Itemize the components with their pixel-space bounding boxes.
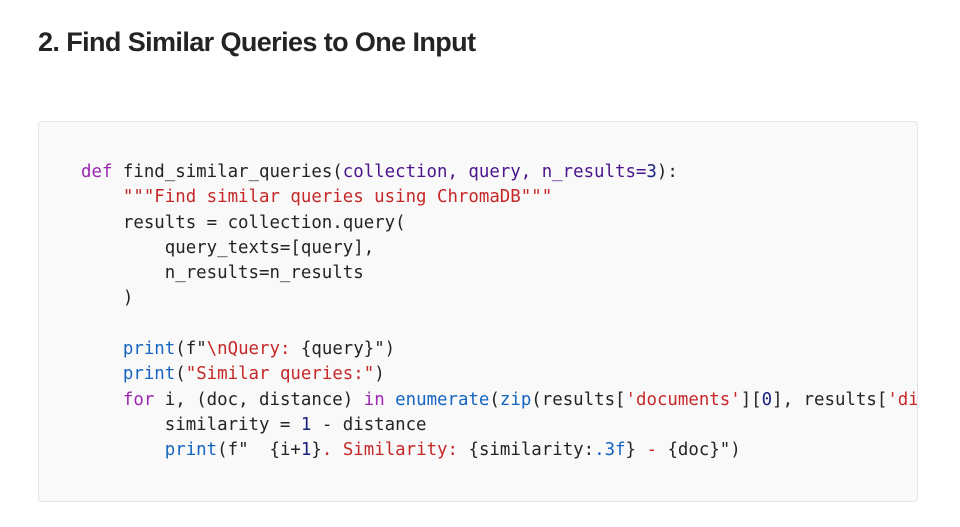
code-line: results = collection.query( [81,211,917,236]
section-heading: 2. Find Similar Queries to One Input [38,27,476,57]
code-line: for i, (doc, distance) in enumerate(zip(… [81,388,918,413]
code-token-default: ( [489,389,500,410]
code-line: print("Similar queries:") [81,362,917,387]
code-token-default: } [625,440,637,461]
code-token-number: 0 [761,389,773,410]
code-line: n_results=n_results [81,261,917,286]
code-token-keyword: for [122,389,155,410]
code-token-default [81,339,123,359]
code-token-default [385,390,395,410]
code-token-string: \nQuery: [206,339,301,360]
code-token-default: ], results[ [772,389,888,410]
code-block[interactable]: def find_similar_queries(collection, que… [38,121,918,502]
code-token-default: i, (doc, distance) [154,389,364,410]
code-line: similarity = 1 - distance [81,413,917,438]
code-token-default [81,390,123,410]
code-token-number: 1 [300,440,312,461]
code-token-default: n_results=n_results [81,263,364,284]
code-token-default: (f" [175,339,207,360]
code-token-default: ][ [740,389,762,410]
code-line: ) [81,286,917,311]
code-token-builtin: print [122,364,176,385]
code-token-builtin: zip [499,389,532,410]
code-token-string: - [636,440,668,461]
code-token-string: 'documents' [625,389,741,410]
code-line: """Find similar queries using ChromaDB""… [81,185,917,210]
code-token-default [81,440,165,460]
code-token-default: } [311,440,322,461]
code-token-default: (results[ [531,389,626,410]
code-token-number: 1 [300,414,312,435]
code-token-default: ) [81,288,134,309]
code-token-default: ( [175,364,186,385]
code-line: query_texts=[query], [81,236,917,261]
code-token-builtin: enumerate [395,389,490,410]
code-token-string: 'di [887,389,918,410]
code-line: print(f" {i+1}. Similarity: {similarity:… [81,438,917,463]
code-token-default: ") [719,440,741,461]
code-token-keyword: in [363,389,385,410]
code-token-default: ") [374,339,396,360]
code-token-default: query_texts=[query], [81,237,375,258]
code-token-string: "Similar queries:" [185,364,375,385]
code-token-number: 3 [646,162,657,182]
code-token-string: """Find similar queries using ChromaDB""… [122,187,553,208]
code-token-default: {doc} [667,440,720,461]
code-token-default: - distance [311,414,427,435]
code-token-param: collection, query, n_results= [342,162,647,182]
code-token-builtin: print [122,339,176,360]
code-token-default: {i+ [269,440,301,461]
code-token-default: ) [374,364,385,385]
code-token-default: find_similar_queries( [112,162,343,182]
code-token-default: {similarity: [468,440,595,461]
code-line: print(f"\nQuery: {query}") [81,337,917,362]
code-token-builtin: print [164,440,218,461]
code-token-default: similarity = [81,414,301,435]
code-content[interactable]: def find_similar_queries(collection, que… [81,160,918,464]
code-token-builtin: .3f [594,440,626,461]
code-token-string: . Similarity: [321,440,469,461]
code-token-default [81,364,123,384]
code-token-default: results = collection.query( [81,212,406,233]
code-line: def find_similar_queries(collection, que… [81,160,917,185]
code-line: ​ [81,312,917,337]
code-token-keyword: def [81,162,113,182]
code-token-default: (f" [217,440,270,461]
code-token-default [81,187,123,207]
code-token-default: {query} [300,339,375,360]
code-token-default: ): [656,162,678,182]
